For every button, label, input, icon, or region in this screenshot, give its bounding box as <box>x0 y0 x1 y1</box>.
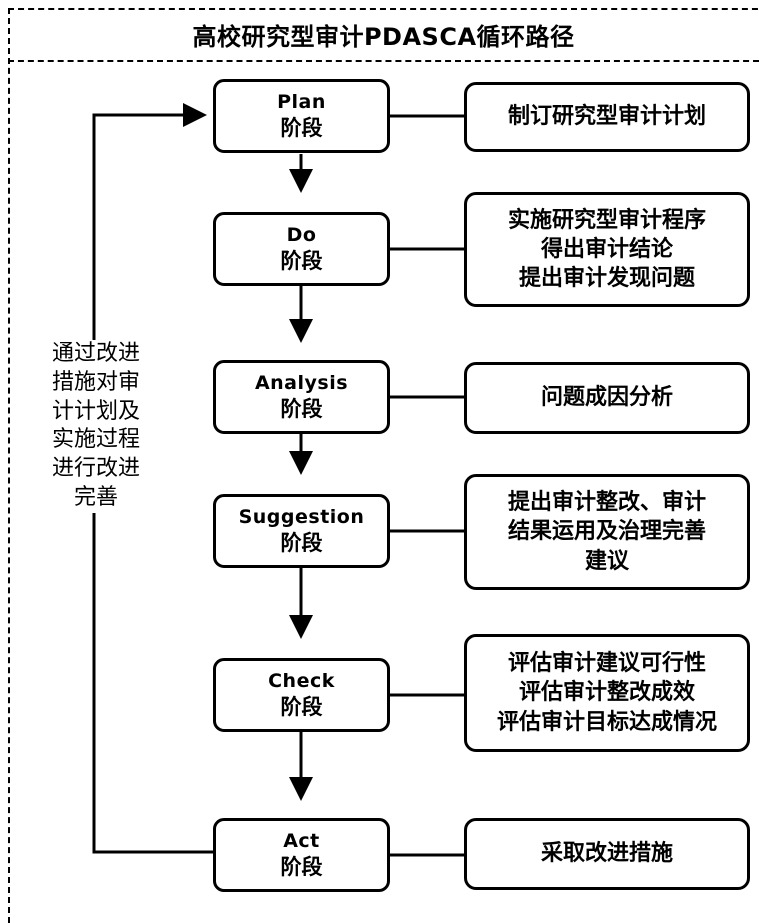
stage-do: Do 阶段 <box>213 212 390 286</box>
desc-line: 评估审计目标达成情况 <box>496 709 717 735</box>
desc-do: 实施研究型审计程序 得出审计结论 提出审计发现问题 <box>464 192 750 307</box>
stage-name: Suggestion <box>238 506 365 528</box>
desc-line: 采取改进措施 <box>540 841 673 867</box>
feedback-label-line: 实施过程 <box>51 427 140 453</box>
stage-suffix: 阶段 <box>280 694 323 719</box>
desc-line: 提出审计发现问题 <box>518 266 695 292</box>
desc-check: 评估审计建议可行性 评估审计整改成效 评估审计目标达成情况 <box>464 634 750 752</box>
diagram-title: 高校研究型审计PDASCA循环路径 <box>192 22 575 51</box>
desc-line: 评估审计建议可行性 <box>507 651 706 677</box>
feedback-label-line: 完善 <box>73 485 118 511</box>
stage-suffix: 阶段 <box>280 115 323 140</box>
feedback-label-line: 计计划及 <box>51 398 140 424</box>
stage-plan: Plan 阶段 <box>213 79 390 153</box>
stage-analysis: Analysis 阶段 <box>213 360 390 434</box>
desc-line: 评估审计整改成效 <box>518 680 695 706</box>
stage-name: Check <box>268 670 335 692</box>
stage-suffix: 阶段 <box>280 530 323 555</box>
stage-name: Act <box>283 830 320 852</box>
stage-suffix: 阶段 <box>280 396 323 421</box>
title-divider <box>8 60 759 62</box>
desc-act: 采取改进措施 <box>464 818 750 890</box>
stage-check: Check 阶段 <box>213 658 390 732</box>
stage-name: Analysis <box>254 372 349 394</box>
desc-suggestion: 提出审计整改、审计 结果运用及治理完善 建议 <box>464 474 750 590</box>
diagram-frame <box>8 8 759 923</box>
desc-line: 问题成因分析 <box>540 385 673 411</box>
desc-line: 建议 <box>584 548 629 574</box>
feedback-label: 通过改进 措施对审 计计划及 实施过程 进行改进 完善 <box>38 340 154 513</box>
desc-line: 结果运用及治理完善 <box>507 519 706 545</box>
feedback-label-line: 通过改进 <box>51 341 140 366</box>
desc-analysis: 问题成因分析 <box>464 362 750 434</box>
desc-line: 制订研究型审计计划 <box>507 104 706 130</box>
desc-line: 提出审计整改、审计 <box>507 490 706 516</box>
feedback-label-line: 进行改进 <box>51 456 140 482</box>
stage-suggestion: Suggestion 阶段 <box>213 494 390 568</box>
desc-line: 得出审计结论 <box>540 236 673 262</box>
stage-name: Do <box>286 224 317 246</box>
stage-suffix: 阶段 <box>280 854 323 879</box>
stage-suffix: 阶段 <box>280 248 323 273</box>
feedback-label-line: 措施对审 <box>51 369 140 395</box>
desc-line: 实施研究型审计程序 <box>507 207 706 233</box>
stage-name: Plan <box>277 91 326 113</box>
stage-act: Act 阶段 <box>213 818 390 892</box>
desc-plan: 制订研究型审计计划 <box>464 82 750 152</box>
